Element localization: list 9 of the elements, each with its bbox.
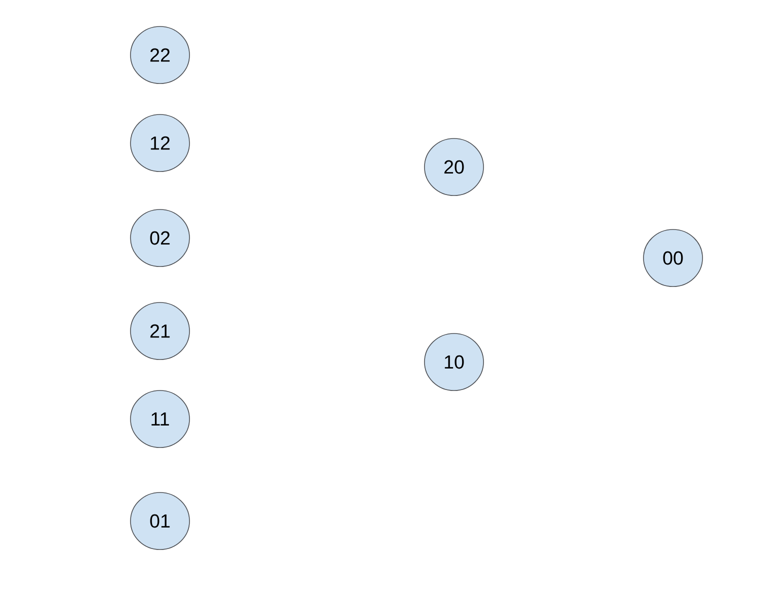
circle-node: 01: [130, 492, 190, 550]
circle-node: 00: [643, 229, 703, 287]
circle-node: 22: [130, 26, 190, 84]
circle-node: 11: [130, 390, 190, 448]
circle-node: 12: [130, 114, 190, 172]
circle-node: 02: [130, 209, 190, 267]
circle-node: 21: [130, 302, 190, 360]
circle-node: 20: [424, 138, 484, 196]
circle-node: 10: [424, 333, 484, 391]
